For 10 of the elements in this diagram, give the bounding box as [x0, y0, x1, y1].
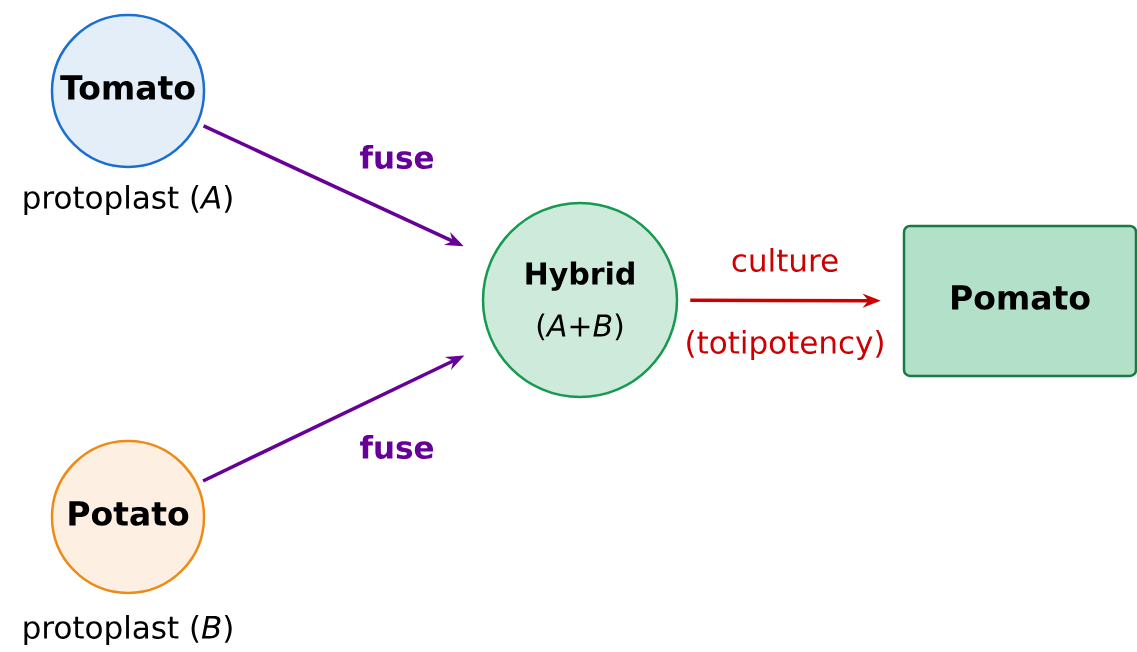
process-box: Pomato: [902, 224, 1137, 378]
caption-text: protoplast (B): [24, 615, 232, 645]
note-text: (totipotency): [682, 328, 888, 362]
circle-node: Hybrid (A+B): [481, 201, 679, 399]
circle-node: Tomato: [50, 13, 206, 169]
edge-label: fuse: [357, 433, 437, 461]
edge-label: fuse: [357, 143, 437, 171]
caption-text: protoplast (A): [24, 185, 232, 215]
edge-label: culture: [728, 246, 842, 274]
circle-node: Potato: [50, 439, 206, 595]
